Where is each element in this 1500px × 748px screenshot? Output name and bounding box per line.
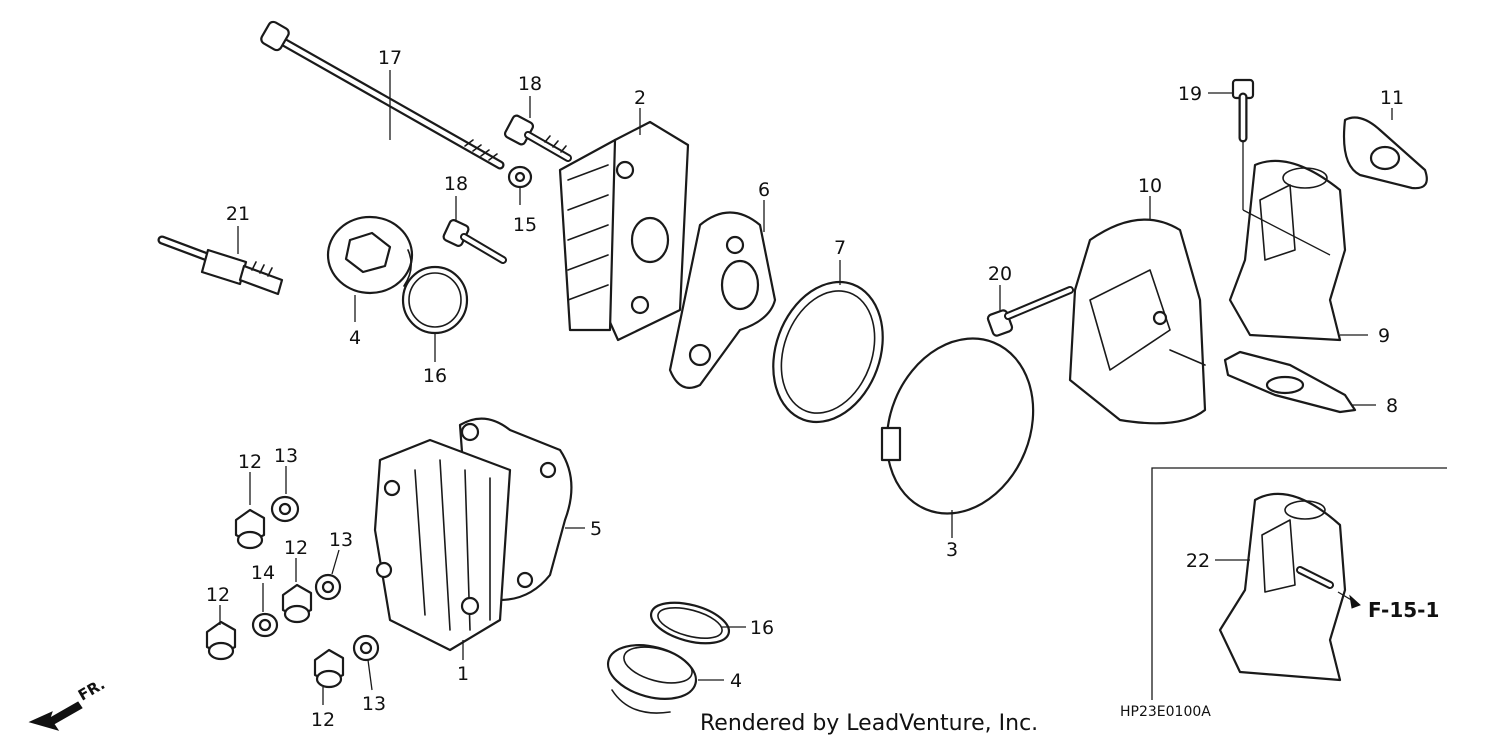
callout-12-a: 12	[238, 451, 262, 473]
front-arrow-icon	[28, 701, 83, 731]
gasket-6	[668, 211, 777, 389]
callout-6: 6	[758, 179, 770, 201]
o-ring-16-lower	[649, 601, 731, 645]
callout-12-b: 12	[284, 537, 308, 559]
callout-20: 20	[988, 263, 1012, 285]
arrow-to-figure	[1337, 591, 1361, 609]
callout-16-lower: 16	[750, 617, 774, 639]
stud-bolt-17	[260, 20, 505, 170]
callout-13-a: 13	[274, 445, 298, 467]
callout-21: 21	[226, 203, 250, 225]
manifold-9	[1228, 159, 1347, 342]
callout-12-c: 12	[206, 584, 230, 606]
gasket-8	[1223, 350, 1357, 414]
diagram-code: HP23E0100A	[1120, 704, 1211, 720]
callout-18-lower: 18	[444, 173, 468, 195]
cover-block-2	[558, 120, 690, 342]
bolt-19	[1231, 78, 1255, 143]
inset-frame	[1151, 467, 1447, 700]
gasket-11	[1342, 116, 1428, 190]
callout-19: 19	[1178, 83, 1202, 105]
callout-9: 9	[1378, 325, 1390, 347]
o-ring-7	[772, 280, 884, 424]
washer-13-c	[352, 634, 380, 662]
washer-13-b	[314, 573, 342, 601]
callout-16-upper: 16	[423, 365, 447, 387]
callout-11: 11	[1380, 87, 1404, 109]
callout-13-c: 13	[362, 693, 386, 715]
cap-nut-12-c	[205, 620, 237, 661]
manifold-22	[1218, 492, 1347, 682]
cap-nut-12-d	[313, 648, 345, 689]
spark-plug-21	[157, 235, 284, 296]
callout-4-lower: 4	[730, 670, 742, 692]
figure-reference: F-15-1	[1368, 598, 1439, 622]
callout-17: 17	[378, 47, 402, 69]
housing-10	[1068, 218, 1207, 425]
front-marker: FR.	[75, 675, 108, 704]
callout-1: 1	[457, 663, 469, 685]
drain-plug-4-upper	[326, 215, 414, 295]
callout-7: 7	[834, 237, 846, 259]
cap-nut-12-b	[281, 583, 313, 624]
head-cover-1	[373, 438, 512, 652]
cap-nut-12-a	[234, 508, 266, 550]
callout-14: 14	[251, 562, 275, 584]
callout-8: 8	[1386, 395, 1398, 417]
callout-4-upper: 4	[349, 327, 361, 349]
callout-18-upper: 18	[518, 73, 542, 95]
callout-15: 15	[513, 214, 537, 236]
callout-22: 22	[1186, 550, 1210, 572]
flange-bolt-18-upper	[503, 114, 572, 162]
washer-15	[507, 165, 533, 189]
callout-13-b: 13	[329, 529, 353, 551]
callout-10: 10	[1138, 175, 1162, 197]
washer-14	[251, 612, 279, 638]
flange-bolt-18-lower	[442, 219, 507, 264]
callout-2: 2	[634, 87, 646, 109]
washer-13-a	[270, 495, 300, 523]
callout-3: 3	[946, 539, 958, 561]
drain-plug-4-lower	[606, 644, 698, 714]
leader-lines	[219, 70, 1393, 705]
credit-line: Rendered by LeadVenture, Inc.	[700, 711, 1038, 736]
callout-5: 5	[590, 518, 602, 540]
o-ring-16-upper	[401, 265, 469, 335]
cover-disc-3	[880, 337, 1035, 515]
bolt-20	[986, 286, 1074, 337]
callout-12-d: 12	[311, 709, 335, 731]
